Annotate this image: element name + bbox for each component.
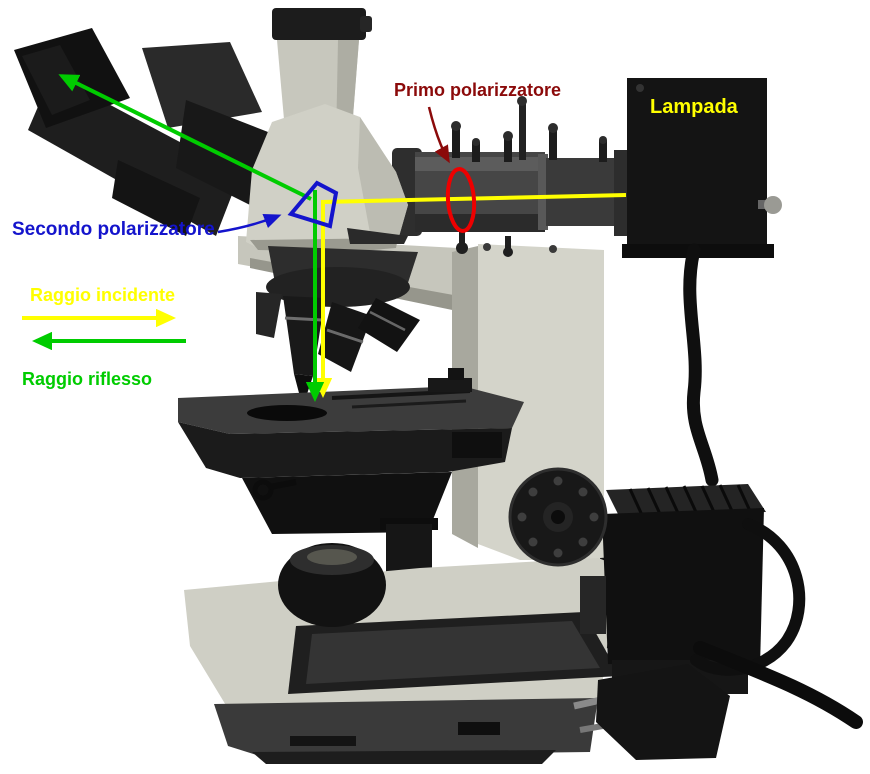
microscope-photo <box>14 8 863 764</box>
objective-lenses <box>256 292 420 394</box>
field-lens-knob <box>278 543 386 627</box>
second-polarizer-label: Secondo polarizzatore <box>12 219 215 240</box>
first-polarizer-ellipse-marker <box>445 167 477 233</box>
second-polarizer-parallelogram-marker <box>287 180 339 229</box>
reflected-beam-diagonal <box>58 74 312 201</box>
power-cable-upper <box>683 243 719 487</box>
first-polarizer-pointer-arrow <box>427 106 450 164</box>
incident-beam-path <box>313 193 627 398</box>
mechanical-stage <box>178 368 524 478</box>
lamp-housing <box>622 78 782 258</box>
lamp-label: Lampada <box>650 96 739 118</box>
microscope-base <box>184 558 640 764</box>
tube-adjustment-knobs <box>451 96 607 257</box>
eyepiece-assembly <box>14 28 268 236</box>
incident-ray-label: Raggio incidente <box>30 285 175 305</box>
reflected-ray-label: Raggio riflesso <box>22 369 152 389</box>
illuminator-tube <box>392 96 642 257</box>
power-cable-loop <box>690 518 806 676</box>
power-cable-exit <box>693 641 863 729</box>
annotation-overlay: Primo polarizzatore Lampada Secondo pola… <box>12 74 739 402</box>
second-polarizer-pointer-arrow <box>217 214 282 234</box>
lamp-centering-knob <box>764 196 782 214</box>
power-plug <box>573 664 730 760</box>
focus-knob <box>508 467 608 567</box>
first-polarizer-label: Primo polarizzatore <box>394 80 561 100</box>
nosepiece <box>256 246 420 394</box>
